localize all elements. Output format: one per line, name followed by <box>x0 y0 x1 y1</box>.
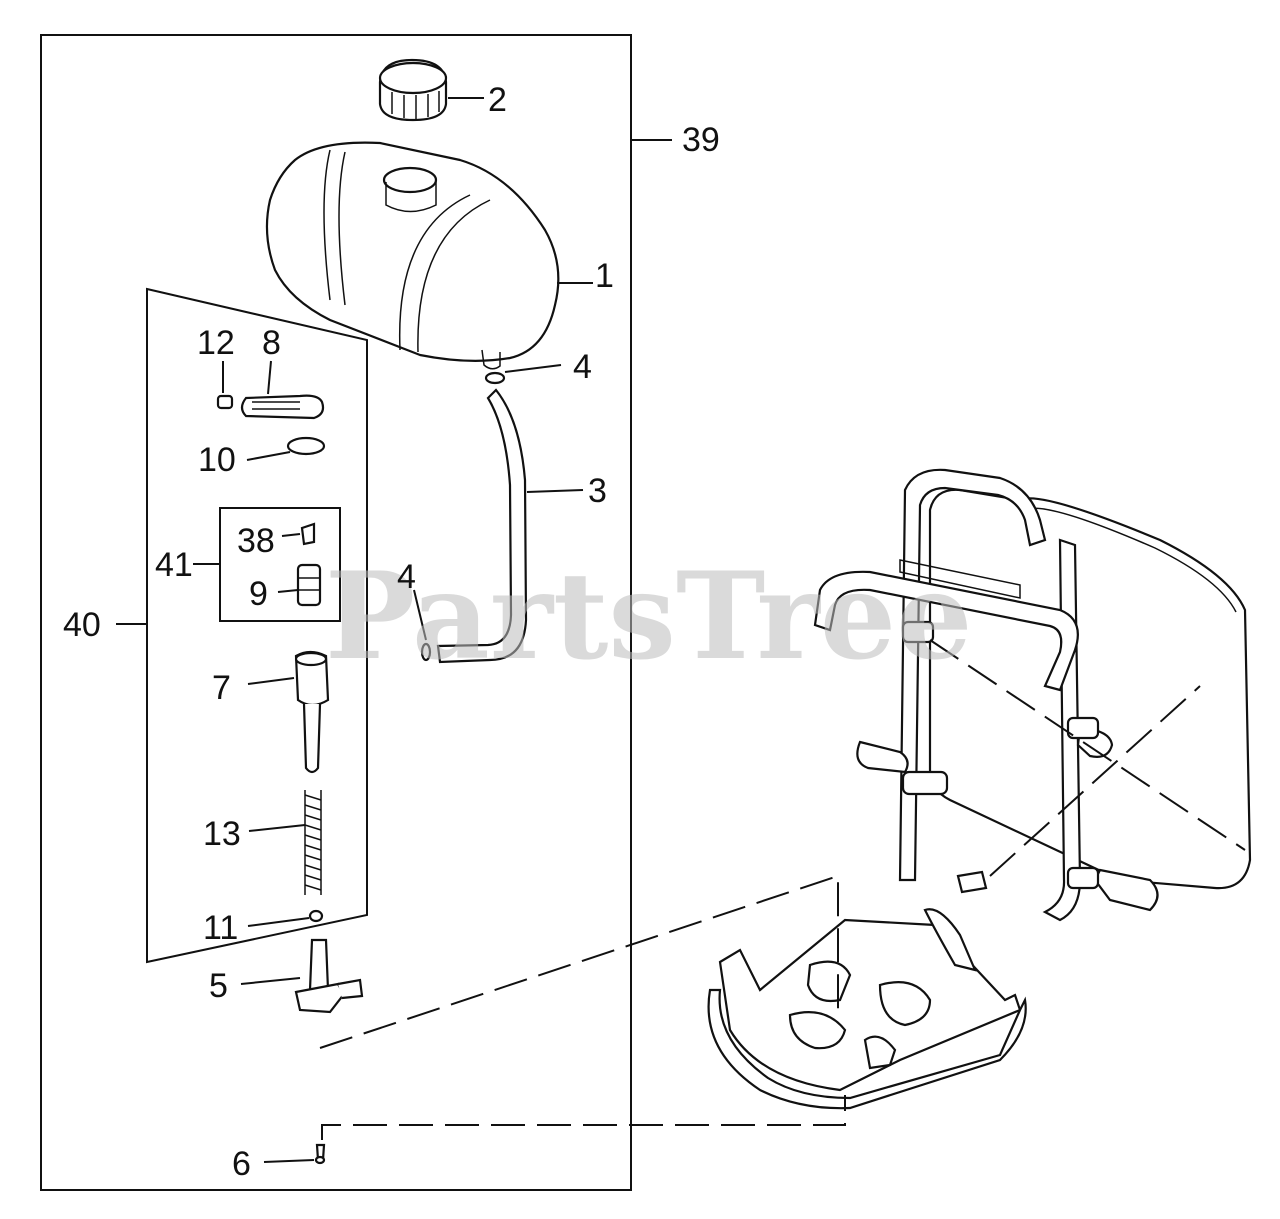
spring <box>304 790 322 895</box>
callout-3: 3 <box>588 472 607 510</box>
callout-13: 13 <box>203 815 241 853</box>
backpack-frame <box>707 468 1252 1110</box>
o-ring-upper <box>484 371 506 385</box>
callout-10: 10 <box>198 441 236 479</box>
callout-6: 6 <box>232 1145 251 1183</box>
callout-40: 40 <box>63 606 101 644</box>
small-nut <box>216 394 234 410</box>
callout-12: 12 <box>197 324 235 362</box>
breather-tube <box>240 394 325 420</box>
fuel-hose <box>436 388 528 664</box>
callout-41: 41 <box>155 546 193 584</box>
group-box-39 <box>40 34 632 1191</box>
callout-1: 1 <box>595 257 614 295</box>
assembly-line-screw <box>321 1095 846 1140</box>
callout-7: 7 <box>212 669 231 707</box>
fuel-tank <box>265 141 560 370</box>
fuel-filter <box>294 650 330 774</box>
callout-39: 39 <box>682 121 720 159</box>
leader-lines <box>116 97 672 1163</box>
grommet <box>300 522 316 546</box>
callout-11: 11 <box>203 909 238 947</box>
watermark: PartsTree <box>325 546 972 687</box>
callout-38: 38 <box>237 522 275 560</box>
callout-5: 5 <box>209 967 228 1005</box>
callout-4-upper: 4 <box>573 348 592 386</box>
callout-4-lower: 4 <box>397 558 416 596</box>
callout-8: 8 <box>262 324 281 362</box>
fuel-valve <box>294 938 364 1014</box>
fuel-cap <box>378 58 448 122</box>
group-box-40 <box>146 287 368 964</box>
screw <box>314 1143 326 1165</box>
spring-cap <box>308 909 324 923</box>
callout-2: 2 <box>488 81 507 119</box>
callout-9: 9 <box>249 575 268 613</box>
hose-clamp <box>286 436 326 456</box>
fitting <box>296 563 322 607</box>
o-ring-lower <box>420 642 432 662</box>
